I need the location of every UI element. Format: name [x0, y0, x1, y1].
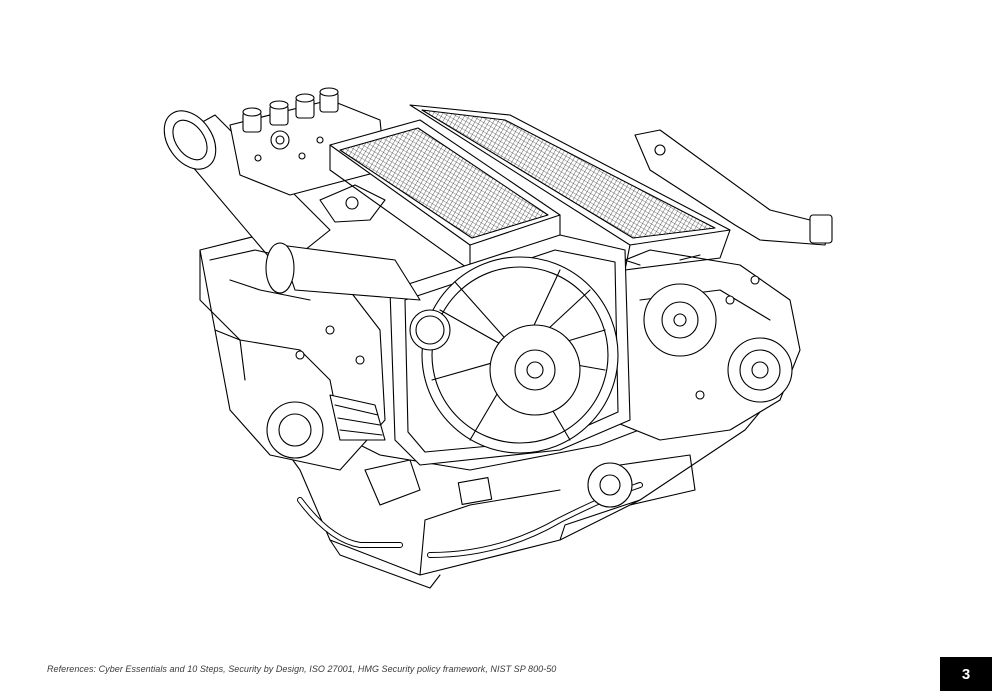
page-number: 3	[961, 665, 971, 683]
engine-illustration-icon	[163, 87, 833, 589]
page-number-badge: 3	[940, 657, 992, 691]
valve-caps-icon	[229, 87, 386, 196]
alternator-icon	[643, 283, 717, 357]
pump-icon	[727, 337, 793, 403]
cooling-fan-icon	[421, 256, 619, 454]
muffler-icon	[587, 462, 633, 508]
turbo-left-icon	[266, 401, 324, 459]
references-footnote: References: Cyber Essentials and 10 Step…	[47, 664, 557, 674]
